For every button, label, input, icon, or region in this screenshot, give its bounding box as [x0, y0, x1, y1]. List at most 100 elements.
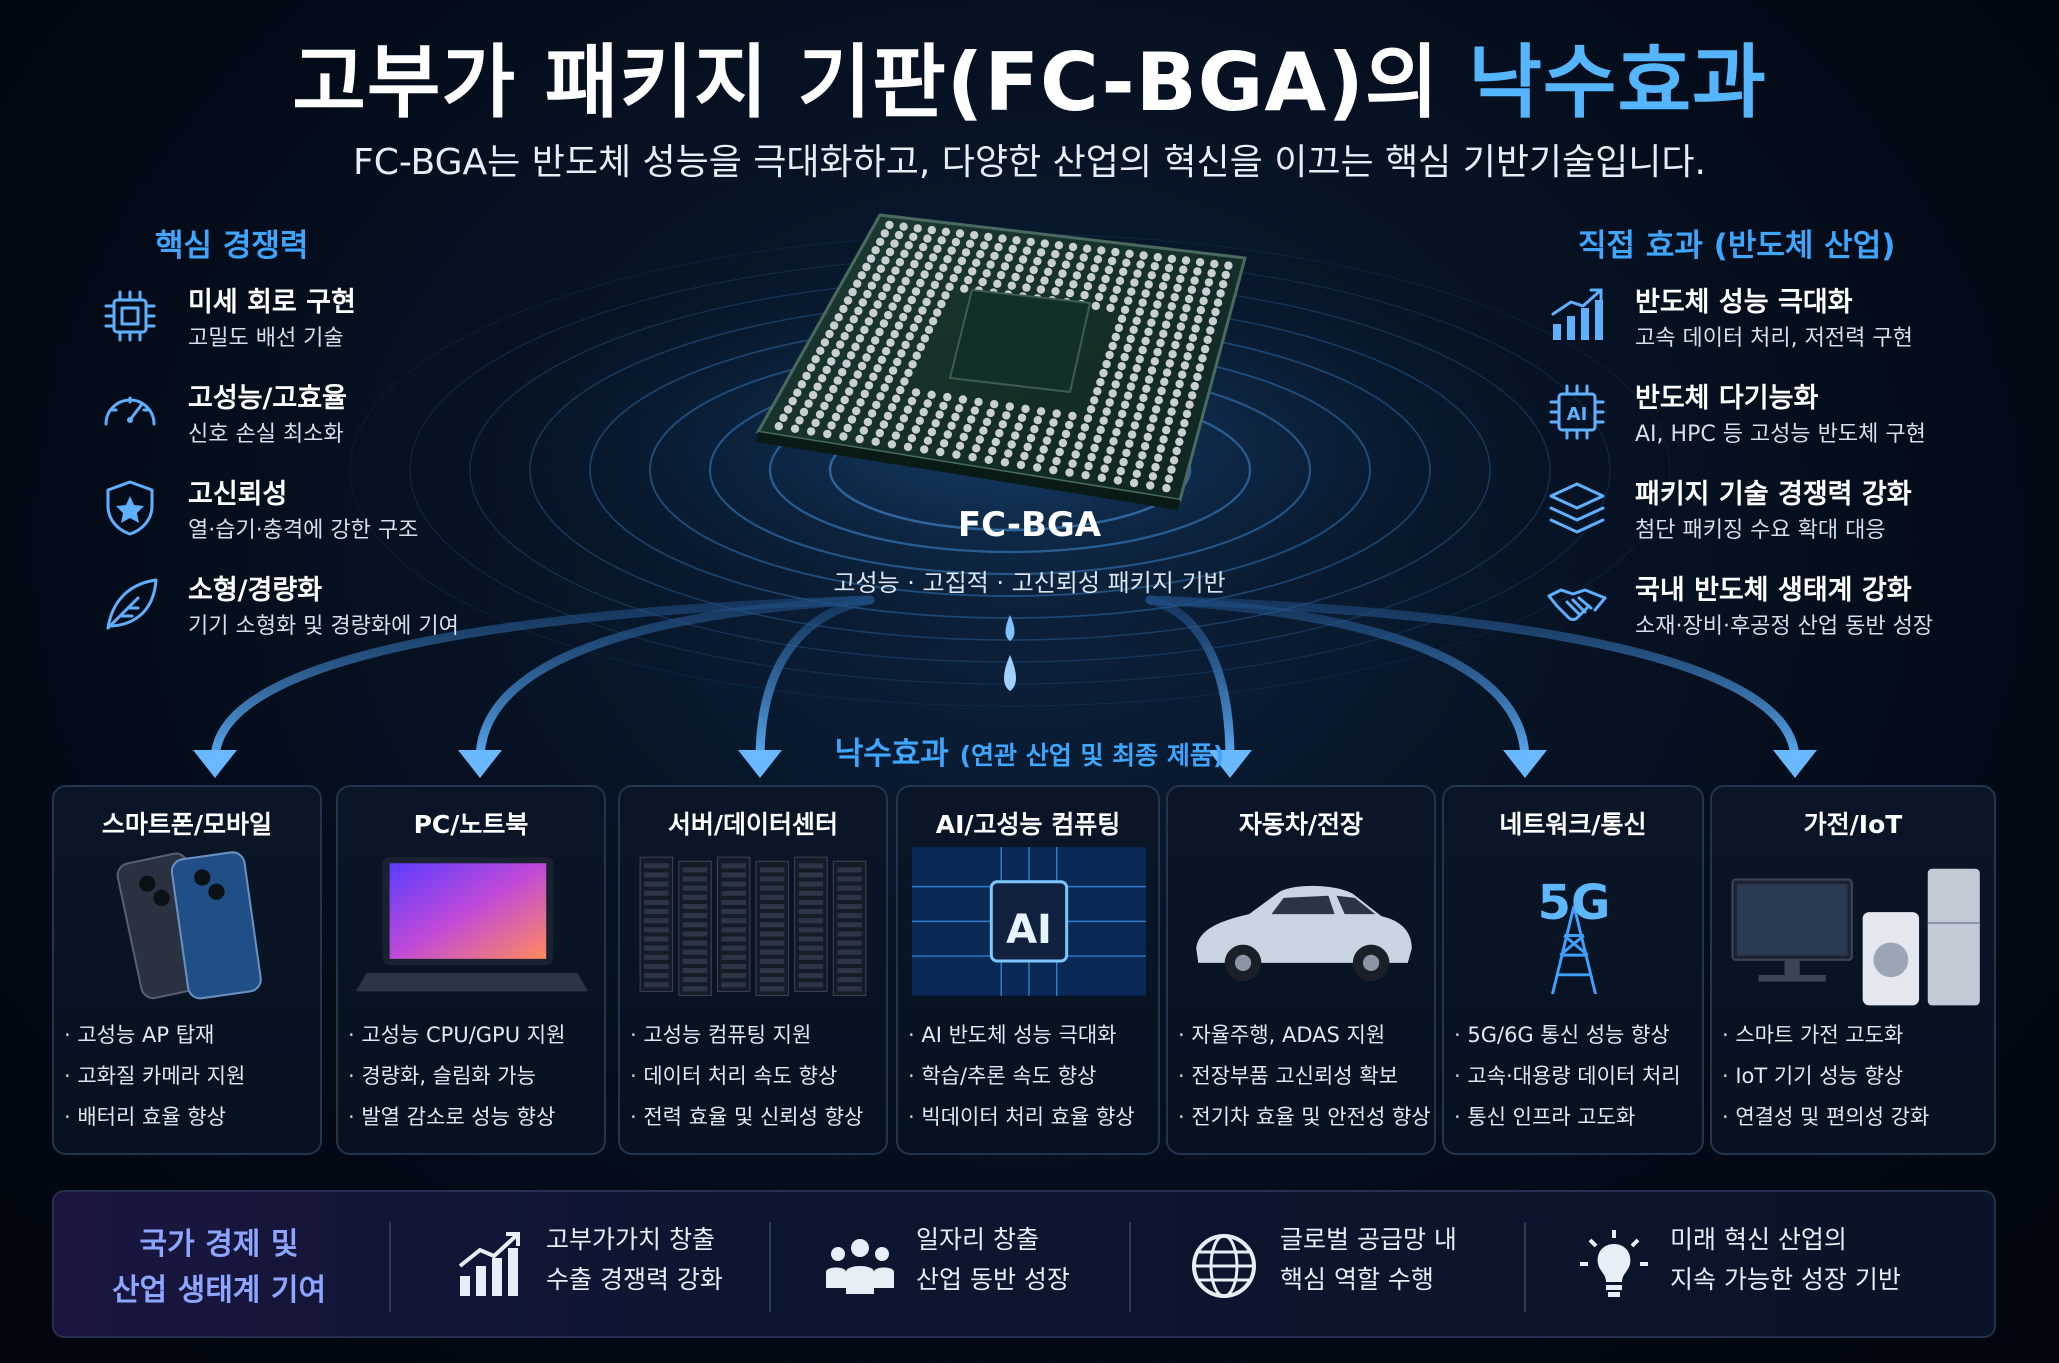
server-slot [798, 881, 824, 887]
solder-ball [1109, 294, 1118, 303]
solder-ball [975, 435, 984, 444]
solder-ball [941, 227, 951, 236]
feature-desc: 소재·장비·후공정 산업 동반 성장 [1635, 614, 1934, 639]
speedometer-icon [98, 380, 162, 444]
solder-ball [1106, 446, 1115, 455]
solder-ball [1120, 305, 1130, 314]
solder-ball [838, 368, 847, 377]
solder-ball [918, 242, 928, 252]
server-slot [760, 986, 785, 992]
solder-ball [937, 236, 946, 245]
solder-ball [1015, 264, 1024, 273]
server-slot [682, 940, 708, 946]
solder-ball [1114, 371, 1123, 380]
card-bullet: 배터리 효율 향상 [64, 1101, 245, 1142]
solder-ball [887, 403, 897, 412]
server-slot [760, 903, 785, 910]
server-rack [755, 860, 790, 996]
chip-subtitle: 고성능 · 고집적 · 고신뢰성 패키지 기반 [833, 569, 1226, 597]
solder-ball [1132, 469, 1142, 478]
solder-ball [1126, 382, 1136, 391]
solder-ball [864, 317, 873, 326]
solder-ball [1117, 362, 1126, 371]
card-bullet: 경량화, 슬림화 가능 [348, 1060, 565, 1101]
solder-ball [1004, 449, 1013, 458]
solder-ball [968, 267, 977, 276]
solder-ball [1157, 386, 1166, 396]
solder-ball [959, 432, 968, 442]
feature-title: 패키지 기술 경쟁력 강화 [1635, 479, 1912, 510]
solder-ball [1051, 287, 1060, 296]
solder-ball [943, 392, 952, 402]
solder-ball [926, 289, 935, 298]
solder-ball [1108, 341, 1117, 351]
server-slot [644, 945, 669, 951]
solder-ball [937, 299, 946, 309]
solder-ball [1051, 250, 1060, 259]
solder-ball [979, 426, 988, 435]
solder-ball [839, 432, 848, 441]
solder-ball [939, 263, 948, 272]
solder-ball [986, 260, 995, 269]
server-slot [837, 958, 862, 964]
footer-separator [769, 1222, 771, 1312]
server-slot [837, 986, 862, 992]
solder-ball [851, 342, 860, 351]
solder-ball [893, 357, 902, 367]
solder-ball [960, 284, 969, 293]
solder-ball [888, 366, 898, 375]
smartphones-image [68, 847, 308, 1000]
solder-ball [984, 232, 993, 242]
card-bullet: 빅데이터 처리 효율 향상 [908, 1101, 1134, 1142]
solder-ball [1118, 409, 1127, 419]
solder-ball [783, 405, 793, 414]
server-slot [644, 909, 669, 915]
card-bullet: AI 반도체 성능 극대화 [908, 1019, 1135, 1060]
solder-ball [901, 276, 910, 286]
solder-ball [1007, 440, 1016, 449]
solder-ball [829, 321, 839, 330]
server-slot [682, 958, 708, 964]
leaf-icon [98, 572, 162, 636]
server-slot [682, 885, 708, 891]
left-feature-item: 고성능/고효율 신호 손실 최소화 [98, 376, 618, 456]
water-drop-2 [1004, 655, 1016, 691]
solder-ball [1083, 414, 1093, 423]
solder-ball [825, 329, 834, 339]
solder-ball [1135, 355, 1144, 364]
solder-ball [972, 444, 981, 453]
solder-ball [964, 275, 973, 285]
solder-ball [871, 437, 880, 446]
solder-ball [1167, 302, 1177, 311]
flow-arrow [210, 595, 875, 765]
solder-ball [965, 239, 975, 248]
card-title: 서버/데이터센터 [667, 810, 839, 839]
solder-ball [1164, 311, 1174, 320]
solder-ball [1100, 464, 1109, 473]
server-slot [760, 968, 785, 974]
solder-ball [866, 254, 876, 263]
server-slot [721, 918, 746, 924]
solder-ball [1005, 402, 1014, 411]
solder-ball [1108, 389, 1117, 398]
flow-arrow-head [738, 750, 782, 778]
industry-card: 가전/IoT 스마트 가전 고도화IoT 기기 성능 향상연결성 및 편의성 강… [1710, 785, 1996, 1155]
solder-ball [876, 237, 885, 246]
solder-ball [1136, 260, 1145, 269]
solder-ball [900, 377, 909, 386]
solder-ball [903, 304, 912, 313]
solder-ball [905, 268, 915, 277]
solder-ball [779, 413, 788, 422]
solder-ball [1207, 269, 1216, 278]
solder-ball [1180, 419, 1189, 428]
solder-ball [1130, 421, 1140, 430]
solder-ball [1000, 262, 1010, 271]
server-slot [837, 977, 862, 983]
solder-ball [1008, 244, 1017, 254]
solder-ball [843, 423, 852, 433]
solder-ball [927, 225, 936, 235]
solder-ball [836, 404, 845, 413]
solder-ball [1202, 287, 1211, 296]
solder-ball [1143, 432, 1153, 442]
